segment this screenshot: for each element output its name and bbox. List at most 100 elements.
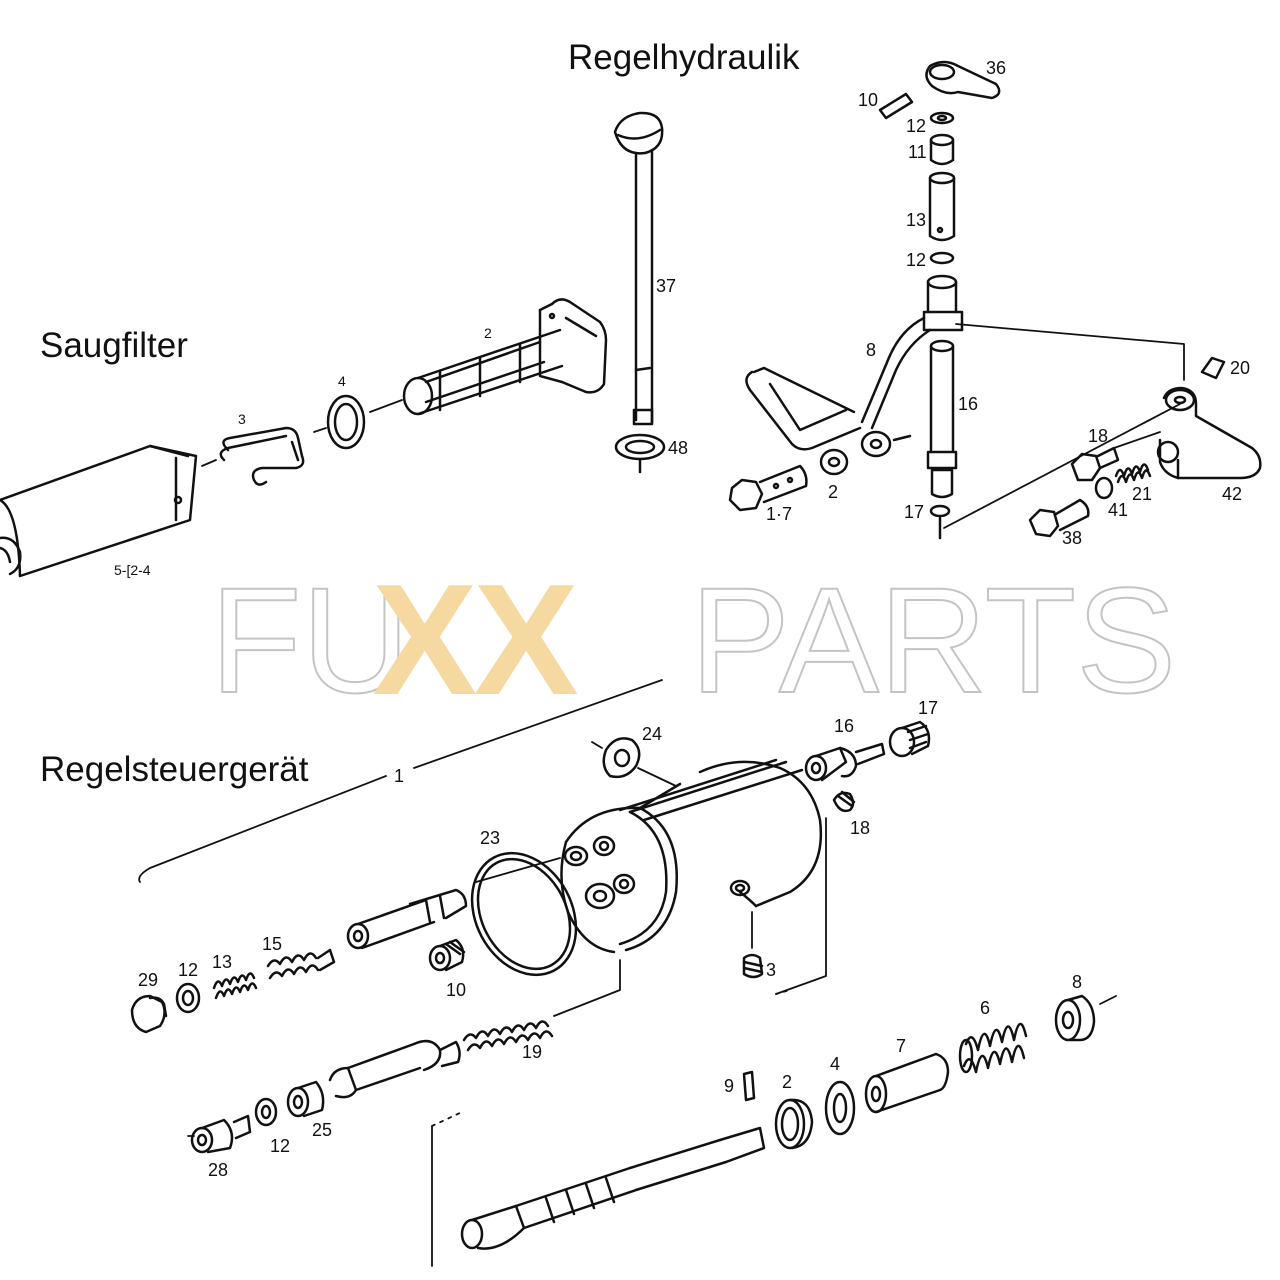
sleeve-13 [928, 171, 956, 242]
label-hyd-20: 20 [1230, 358, 1250, 378]
washer-12-top [929, 111, 955, 125]
label-hyd-11: 11 [908, 142, 927, 162]
bracket-42 [1156, 386, 1262, 480]
spring-13 [212, 972, 258, 1000]
screw-20 [1200, 356, 1226, 380]
control-valve-body [560, 758, 823, 954]
pin-10 [878, 92, 914, 120]
label-saug-3: 3 [238, 411, 246, 427]
label-saug-2: 2 [484, 325, 492, 341]
bolt-38 [1028, 498, 1090, 538]
label-hyd-18: 18 [1088, 426, 1108, 446]
label-steuer-3: 3 [766, 960, 776, 980]
fitting-28 [187, 1114, 252, 1154]
label-steuer-7: 7 [896, 1036, 906, 1056]
spring-clip-3 [219, 426, 305, 486]
washer-12-steuer-top [175, 982, 201, 1014]
lever-36 [925, 60, 1001, 100]
label-hyd-16: 16 [958, 394, 978, 414]
label-steuer-1: 1 [394, 766, 404, 786]
bushing-11 [929, 133, 955, 166]
label-steuer-6: 6 [980, 998, 990, 1018]
o-ring-23 [470, 851, 578, 977]
label-saug-5: 5-[2-4 [114, 562, 151, 578]
pin-9 [742, 1070, 756, 1102]
label-steuer-18: 18 [850, 818, 870, 838]
ring-4-filter [326, 394, 366, 450]
spring-6 [958, 1022, 1028, 1074]
label-steuer-9: 9 [724, 1076, 734, 1096]
bolt-18-hyd [1070, 446, 1120, 482]
label-hyd-37: 37 [656, 276, 676, 296]
saugfilter-group [0, 298, 608, 578]
label-steuer-23: 23 [480, 828, 500, 848]
section-title-saugfilter: Saugfilter [40, 326, 188, 365]
plug-17 [888, 720, 931, 758]
label-steuer-12a: 12 [178, 960, 198, 980]
ring-2-steuer [774, 1098, 814, 1150]
label-hyd-38: 38 [1062, 528, 1082, 548]
label-hyd-42: 42 [1222, 484, 1242, 504]
label-steuer-15: 15 [262, 934, 282, 954]
bushing-25 [286, 1080, 325, 1118]
washer-17 [929, 504, 951, 518]
bolt-1-7 [728, 464, 808, 512]
regelsteuergeraet-group [130, 679, 1117, 1267]
spool-19 [328, 959, 621, 1099]
label-hyd-10: 10 [858, 90, 878, 110]
label-steuer-28: 28 [208, 1160, 228, 1180]
regelhydraulik-group [613, 60, 1262, 540]
fitting-16 [804, 742, 886, 782]
screw-3 [742, 911, 764, 979]
label-hyd-36: 36 [986, 58, 1006, 78]
spool-piston-upper [346, 857, 561, 950]
section-title-regelsteuergeraet: Regelsteuergerät [40, 750, 309, 789]
washer-2-hyd [819, 448, 849, 476]
label-steuer-8: 8 [1072, 972, 1082, 992]
washer-24 [591, 737, 677, 787]
label-steuer-4: 4 [830, 1054, 840, 1074]
watermark-parts: PARTS [689, 556, 1177, 724]
label-steuer-19: 19 [522, 1042, 542, 1062]
label-hyd-21: 21 [1132, 484, 1152, 504]
label-steuer-2: 2 [782, 1072, 792, 1092]
cap-8 [1054, 994, 1117, 1042]
watermark-fu: FU [209, 556, 411, 724]
label-hyd-12b: 12 [906, 250, 926, 270]
label-steuer-10: 10 [446, 980, 466, 1000]
label-hyd-48: 48 [668, 438, 688, 458]
label-steuer-25: 25 [312, 1120, 332, 1140]
sleeve-7 [864, 1052, 950, 1114]
watermark-xx: XX [372, 552, 579, 728]
screw-18 [832, 790, 856, 813]
label-steuer-24: 24 [642, 724, 662, 744]
label-hyd-41: 41 [1108, 500, 1128, 520]
label-steuer-17: 17 [918, 698, 938, 718]
section-title-regelhydraulik: Regelhydraulik [568, 38, 800, 77]
spring-21 [1114, 463, 1152, 484]
label-hyd-1-7: 1·7 [766, 504, 792, 524]
washer-41 [1094, 476, 1114, 500]
plug-29 [130, 994, 168, 1034]
label-saug-4: 4 [338, 373, 346, 389]
dipstick-part [613, 111, 664, 426]
screw-10 [428, 938, 466, 972]
spring-15 [266, 948, 336, 980]
filter-element-2 [402, 298, 608, 416]
label-hyd-2: 2 [828, 482, 838, 502]
label-hyd-12a: 12 [906, 116, 926, 136]
washer-4-steuer [824, 1080, 856, 1136]
label-steuer-29: 29 [138, 970, 158, 990]
ring-48 [614, 433, 666, 474]
filter-housing-5 [0, 444, 198, 578]
label-hyd-17: 17 [904, 502, 924, 522]
washer-12-steuer-lower [254, 1097, 278, 1127]
label-steuer-16: 16 [834, 716, 854, 736]
lever-8 [745, 274, 964, 458]
piston-lower [460, 1126, 766, 1250]
label-steuer-12b: 12 [270, 1136, 290, 1156]
label-hyd-13: 13 [906, 210, 926, 230]
washer-12-lower [929, 251, 955, 265]
label-steuer-13: 13 [212, 952, 232, 972]
